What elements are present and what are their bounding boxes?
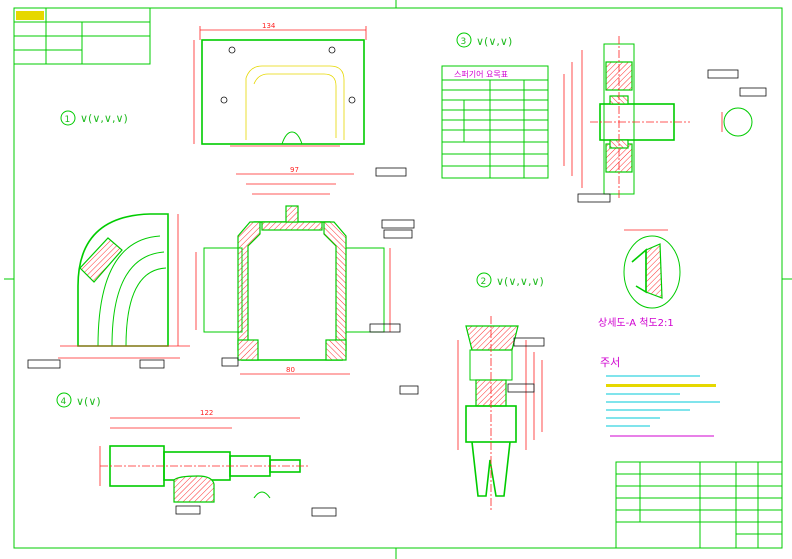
svg-text:∨(∨,∨): ∨(∨,∨) xyxy=(476,35,512,48)
dim-front-view-width: 97 xyxy=(290,166,299,174)
dim-top-view-width: 134 xyxy=(262,22,276,30)
view-pulley-section xyxy=(399,316,545,510)
spur-gear-table: 스퍼기어 요목표 xyxy=(441,65,549,179)
svg-text:2: 2 xyxy=(481,277,487,287)
view-gear-section xyxy=(563,36,767,203)
svg-text:∨(∨,∨,∨): ∨(∨,∨,∨) xyxy=(80,112,128,125)
view-housing-section: 97 80 xyxy=(195,166,415,375)
detail-a-view: 상세도-A 척도2:1 xyxy=(598,229,681,329)
view-label-1: 1 ∨(∨,∨,∨) xyxy=(60,110,128,126)
view-label-4: 4 ∨(∨) xyxy=(56,392,101,408)
view-label-2: 2 ∨(∨,∨,∨) xyxy=(476,272,544,288)
svg-text:1: 1 xyxy=(65,115,71,125)
sheet-border xyxy=(13,7,783,549)
svg-text:4: 4 xyxy=(61,397,67,407)
view-shaft: 122 xyxy=(99,409,337,517)
gear-table-title: 스퍼기어 요목표 xyxy=(454,69,508,79)
parts-list-block xyxy=(615,461,783,549)
detail-a-label: 상세도-A 척도2:1 xyxy=(598,317,674,329)
dim-body-width: 80 xyxy=(286,366,295,374)
svg-text:∨(∨,∨,∨): ∨(∨,∨,∨) xyxy=(496,275,544,288)
top-left-title-block xyxy=(13,7,151,65)
svg-text:3: 3 xyxy=(461,37,467,47)
notes-block: 주서 xyxy=(600,356,720,437)
dim-shaft-length: 122 xyxy=(200,409,213,417)
view-label-3: 3 ∨(∨,∨) xyxy=(456,32,512,48)
view-quarter-flange xyxy=(27,213,190,369)
svg-text:∨(∨): ∨(∨) xyxy=(76,395,101,408)
view-top-bracket: 134 xyxy=(193,22,367,147)
notes-title: 주서 xyxy=(600,356,620,369)
